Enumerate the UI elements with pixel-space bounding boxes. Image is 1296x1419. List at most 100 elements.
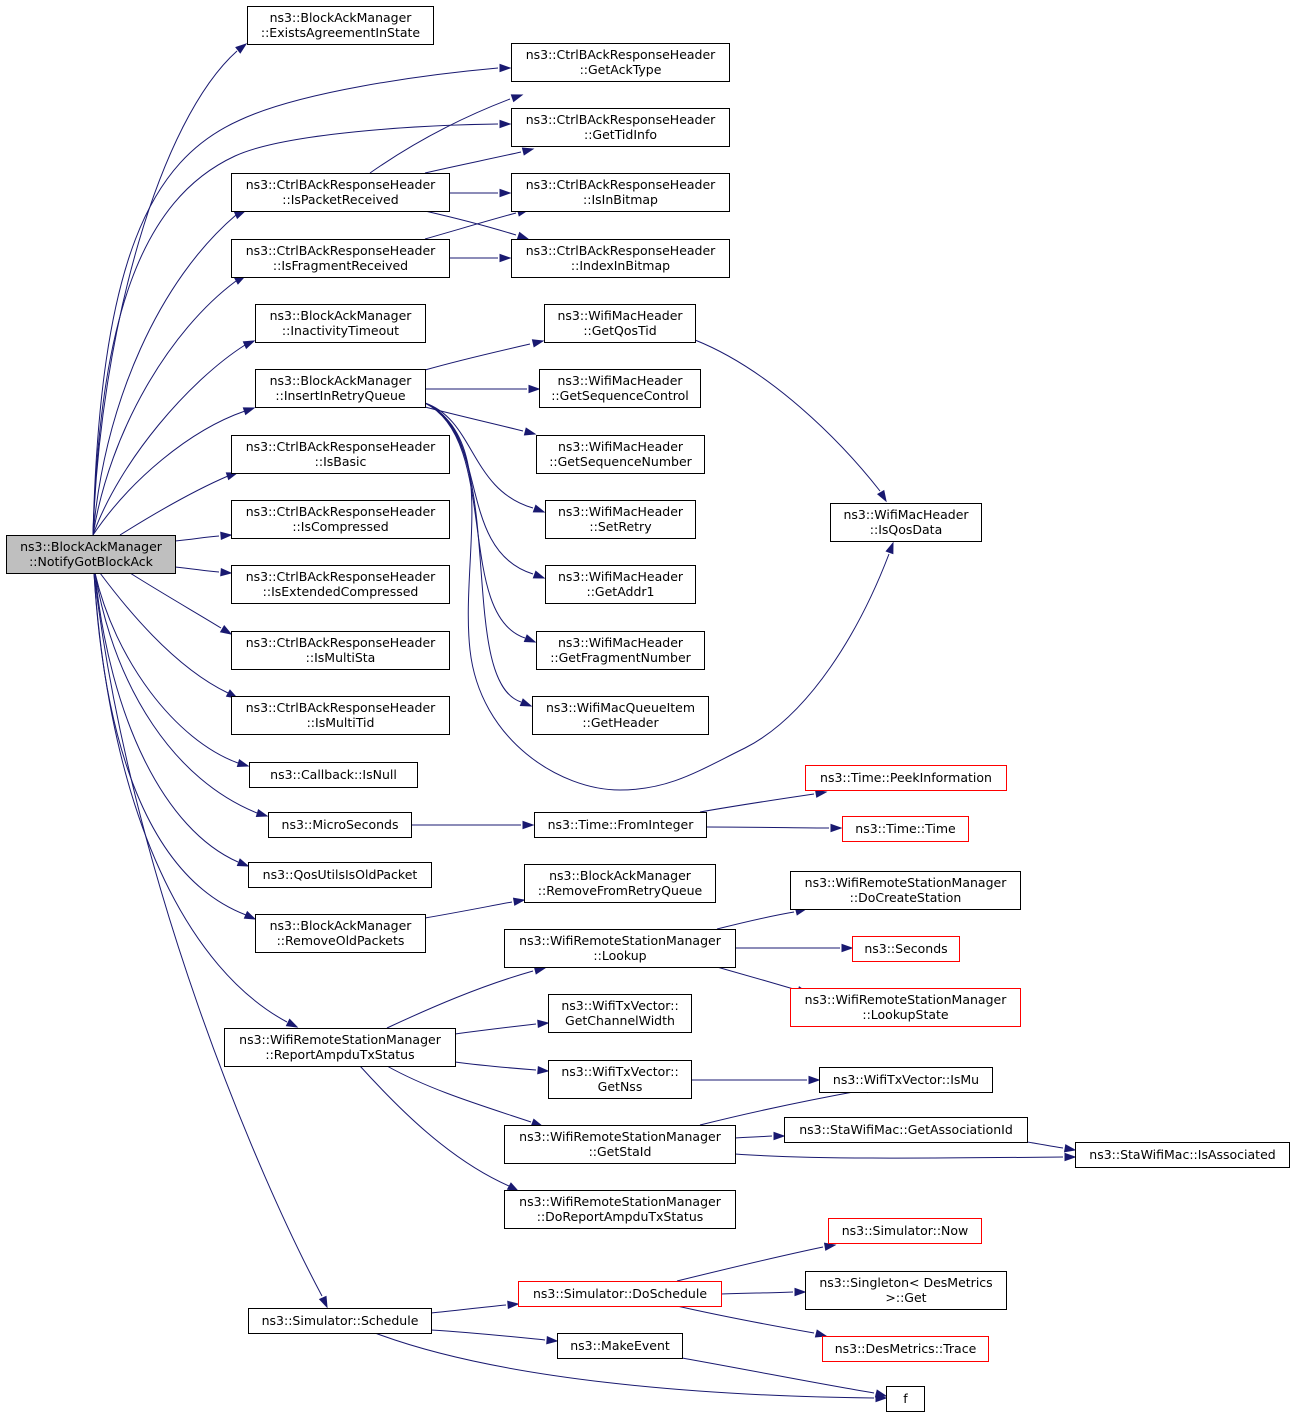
function-node[interactable]: ns3::Seconds (852, 936, 960, 962)
node-label: ns3::Simulator::DoSchedule (533, 1286, 707, 1301)
call-edge-n37-n38 (691, 1075, 821, 1085)
function-node[interactable]: ns3::WifiMacHeader::GetQosTid (544, 304, 696, 343)
node-box (231, 435, 450, 474)
function-node[interactable]: ns3::Simulator::DoSchedule (518, 1281, 722, 1307)
function-node[interactable]: ns3::CtrlBAckResponseHeader::IsMultiSta (231, 631, 450, 670)
node-label: ::SetRetry (589, 519, 652, 534)
arrowhead-icon (220, 567, 233, 577)
function-node[interactable]: ns3::CtrlBAckResponseHeader::IsBasic (231, 435, 450, 474)
function-node[interactable]: ns3::CtrlBAckResponseHeader::IsExtendedC… (231, 565, 450, 604)
node-box (249, 762, 418, 788)
node-box (518, 1281, 722, 1307)
function-node[interactable]: ns3::CtrlBAckResponseHeader::IsMultiTid (231, 696, 450, 735)
function-node[interactable]: ns3::WifiMacHeader::SetRetry (545, 500, 696, 539)
function-node[interactable]: ns3::WifiRemoteStationManager::Lookup (504, 929, 736, 968)
function-node[interactable]: ns3::CtrlBAckResponseHeader::GetTidInfo (511, 108, 730, 147)
node-label: ns3::WifiMacHeader (557, 373, 683, 388)
node-label: ::IsMultiSta (306, 650, 376, 665)
function-node[interactable]: ns3::Time::Time (842, 816, 969, 842)
node-label: ns3::CtrlBAckResponseHeader (526, 243, 716, 258)
function-node[interactable]: ns3::WifiRemoteStationManager::LookupSta… (790, 988, 1021, 1027)
node-label: ns3::WifiTxVector::IsMu (833, 1072, 979, 1087)
function-node[interactable]: ns3::BlockAckManager::InsertInRetryQueue (255, 369, 426, 408)
function-node[interactable]: ns3::CtrlBAckResponseHeader::IsPacketRec… (231, 173, 450, 212)
node-label: ns3::WifiMacHeader (558, 439, 684, 454)
node-box (511, 108, 730, 147)
function-node[interactable]: ns3::Simulator::Schedule (248, 1308, 432, 1334)
edge-line (92, 410, 246, 536)
function-node[interactable]: ns3::Time::FromInteger (534, 812, 707, 838)
edge-line (94, 572, 258, 814)
node-box (231, 239, 450, 278)
function-node[interactable]: ns3::CtrlBAckResponseHeader::IndexInBitm… (511, 239, 730, 278)
function-node[interactable]: ns3::WifiTxVector::GetChannelWidth (548, 994, 692, 1033)
function-node[interactable]: ns3::Time::PeekInformation (805, 765, 1007, 791)
function-node[interactable]: ns3::WifiTxVector::IsMu (819, 1067, 993, 1093)
function-node[interactable]: ns3::WifiRemoteStationManager::GetStaId (504, 1125, 736, 1164)
function-node[interactable]: ns3::StaWifiMac::IsAssociated (1075, 1142, 1290, 1168)
call-edge-n4-n3 (424, 147, 535, 174)
function-node[interactable]: ns3::CtrlBAckResponseHeader::GetAckType (511, 43, 730, 82)
edge-line (694, 339, 881, 492)
node-box (511, 173, 730, 212)
function-node[interactable]: f (886, 1386, 925, 1412)
edge-line (424, 212, 517, 240)
node-label: ns3::CtrlBAckResponseHeader (526, 47, 716, 62)
edge-line (454, 1023, 537, 1035)
arrowhead-icon (532, 570, 546, 579)
edge-line (92, 280, 237, 536)
function-node[interactable]: ns3::WifiMacQueueItem::GetHeader (532, 696, 709, 735)
function-node[interactable]: ns3::CtrlBAckResponseHeader::IsFragmentR… (231, 239, 450, 278)
arrowhead-icon (533, 966, 547, 975)
function-node[interactable]: ns3::CtrlBAckResponseHeader::IsInBitmap (511, 173, 730, 212)
function-node[interactable]: ns3::WifiMacHeader::GetAddr1 (545, 565, 696, 604)
function-node[interactable]: ns3::MakeEvent (557, 1333, 683, 1359)
node-label: GetNss (598, 1079, 643, 1094)
arrowhead-icon (220, 531, 233, 541)
function-node[interactable]: ns3::QosUtilsIsOldPacket (248, 862, 432, 888)
node-label: ::IsMultiTid (307, 715, 375, 730)
function-node[interactable]: ns3::StaWifiMac::GetAssociationId (784, 1117, 1028, 1143)
call-edge-n36-n37 (454, 1061, 550, 1075)
arrowhead-icon (530, 1118, 544, 1127)
arrowhead-icon (874, 1389, 888, 1398)
function-node[interactable]: ns3::BlockAckManager::RemoveOldPackets (255, 914, 426, 953)
node-label: ns3::BlockAckManager (270, 10, 413, 25)
arrowhead-icon (499, 119, 512, 129)
node-label: ns3::WifiTxVector:: (561, 1064, 678, 1079)
edge-line (174, 566, 220, 573)
arrowhead-icon (814, 1329, 828, 1338)
node-box (842, 816, 969, 842)
function-node[interactable]: ns3::DesMetrics::Trace (822, 1336, 989, 1362)
node-label: ns3::BlockAckManager (270, 373, 413, 388)
function-node[interactable]: ns3::WifiRemoteStationManager::ReportAmp… (224, 1028, 456, 1067)
call-edge-n36-n32 (386, 966, 547, 1029)
node-label: ::IsInBitmap (583, 192, 658, 207)
root-function-node[interactable]: ns3::BlockAckManager::NotifyGotBlockAck (6, 535, 176, 574)
function-node[interactable]: ns3::WifiMacHeader::IsQosData (830, 503, 982, 542)
call-edge-n32-n30 (716, 907, 808, 930)
function-node[interactable]: ns3::BlockAckManager::ExistsAgreementInS… (247, 6, 434, 45)
edge-line (374, 1332, 875, 1399)
function-node[interactable]: ns3::CtrlBAckResponseHeader::IsCompresse… (231, 500, 450, 539)
function-node[interactable]: ns3::WifiMacHeader::GetSequenceControl (539, 369, 701, 408)
arrowhead-icon (808, 1075, 821, 1085)
function-node[interactable]: ns3::BlockAckManager::RemoveFromRetryQue… (524, 864, 716, 903)
arrowhead-icon (523, 427, 537, 436)
node-box (231, 631, 450, 670)
edge-line (92, 344, 246, 536)
function-node[interactable]: ns3::Simulator::Now (828, 1218, 982, 1244)
function-node[interactable]: ns3::Singleton< DesMetrics >::Get (805, 1271, 1007, 1310)
node-label: GetChannelWidth (565, 1013, 675, 1028)
function-node[interactable]: ns3::MicroSeconds (268, 812, 412, 838)
function-node[interactable]: ns3::WifiTxVector::GetNss (548, 1060, 692, 1099)
function-node[interactable]: ns3::BlockAckManager::InactivityTimeout (255, 304, 426, 343)
call-edge-root-n19 (129, 572, 233, 635)
function-node[interactable]: ns3::WifiRemoteStationManager::DoCreateS… (790, 871, 1021, 910)
function-node[interactable]: ns3::WifiMacHeader::GetFragmentNumber (536, 631, 705, 670)
function-node[interactable]: ns3::WifiMacHeader::GetSequenceNumber (536, 435, 705, 474)
edge-line (424, 402, 890, 791)
function-node[interactable]: ns3::Callback::IsNull (249, 762, 418, 788)
function-node[interactable]: ns3::WifiRemoteStationManager::DoReportA… (504, 1190, 736, 1229)
call-edge-n40-n39 (734, 1131, 786, 1141)
